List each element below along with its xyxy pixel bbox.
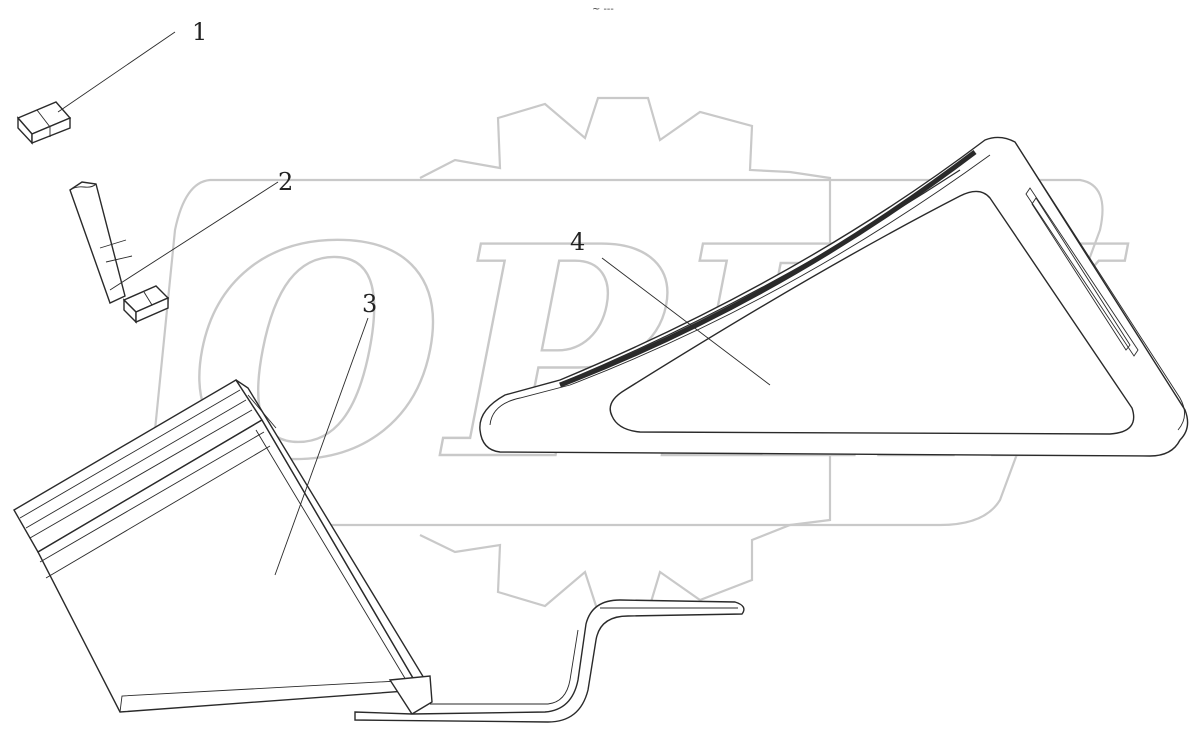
callout-label-2: 2 <box>278 168 293 196</box>
leader-line-1 <box>57 31 176 113</box>
leader-line-3 <box>274 317 369 576</box>
watermark-ring-icon <box>148 178 1104 527</box>
header-mark: ~ --- <box>592 4 614 15</box>
callout-label-4: 4 <box>570 228 585 256</box>
part-3-mount-bracket-icon <box>13 379 745 723</box>
part-4-triangular-plate-icon <box>479 136 1189 457</box>
leader-line-4 <box>601 257 771 386</box>
part-1-nut-icon <box>16 101 72 145</box>
leader-line-2 <box>109 181 279 291</box>
part-2-bolt-icon <box>69 181 170 324</box>
callout-label-1: 1 <box>192 18 207 46</box>
callout-label-3: 3 <box>362 290 377 318</box>
